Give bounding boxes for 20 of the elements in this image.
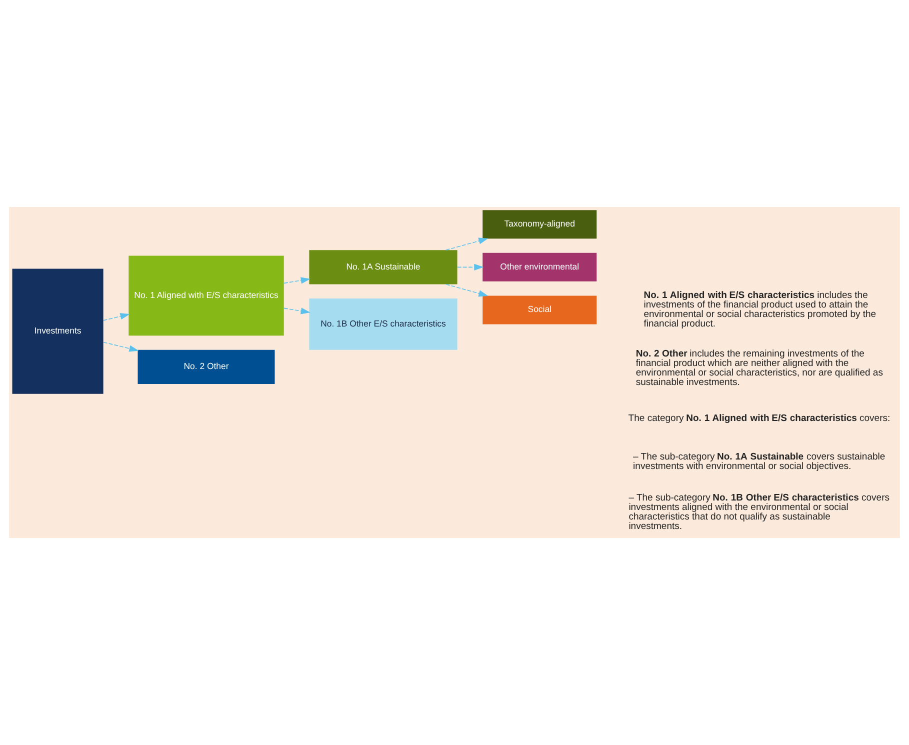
- arrow: [456, 264, 484, 271]
- label: No. 1 Aligned with E/S characteristics includes the investments of the financial product used to attain the environmental or social characteristics promoted by the financial product.: [644, 290, 876, 330]
- node-box: No. 1A Sustainable: [309, 250, 458, 284]
- node-box: Social: [482, 296, 597, 324]
- label: No. 2 Other includes the remaining investments of the financial product which are neither aligned with the environmental or social characteristics, nor are qualified as sustainable investments.: [636, 348, 883, 388]
- arrow: [445, 238, 488, 250]
- label: – The sub-category No. 1B Other E/S characteristics covers investments aligned with the environmental or social characteristics that do not qualify as sustainable investments.: [628, 492, 890, 532]
- node-box: Other environmental: [482, 252, 597, 282]
- arrow: [103, 313, 130, 321]
- node-box: Investments: [12, 268, 104, 394]
- label: – The sub-category No. 1A Sustainable covers sustainable investments with environmental or social objectives.: [633, 451, 886, 472]
- arrow: [284, 277, 310, 284]
- node-box: Taxonomy-aligned: [482, 210, 597, 239]
- node-box: No. 1 Aligned with E/S characteristics: [128, 256, 284, 336]
- arrow: [284, 308, 310, 314]
- node-box: No. 2 Other: [138, 350, 275, 384]
- arrow: [103, 342, 139, 352]
- node-box: No. 1B Other E/S characteristics: [309, 298, 458, 350]
- arrow: [445, 284, 488, 297]
- label: The category No. 1 Aligned with E/S characteristics covers:: [628, 412, 890, 424]
